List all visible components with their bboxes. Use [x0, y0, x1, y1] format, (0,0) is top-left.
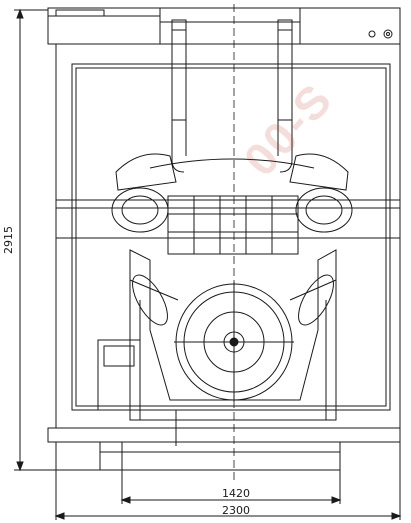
outer-width-dimension-label: 2300 [222, 504, 250, 517]
exhaust-stacks [171, 19, 293, 173]
height-dimension-lines [14, 8, 100, 472]
engine-block [97, 249, 337, 421]
drawing-lines [14, 4, 402, 520]
inner-width-dimension-lines [120, 442, 342, 504]
watermark-text: 00-S [234, 73, 343, 186]
base-frame [47, 410, 401, 471]
outer-width-dimension-lines [54, 442, 402, 520]
top-canopy [47, 7, 401, 45]
turbo-housings [111, 153, 353, 233]
intercooler-grid [167, 195, 299, 255]
inner-width-dimension-label: 1420 [222, 487, 250, 500]
frame [48, 43, 401, 428]
height-dimension-label: 2915 [2, 226, 15, 254]
